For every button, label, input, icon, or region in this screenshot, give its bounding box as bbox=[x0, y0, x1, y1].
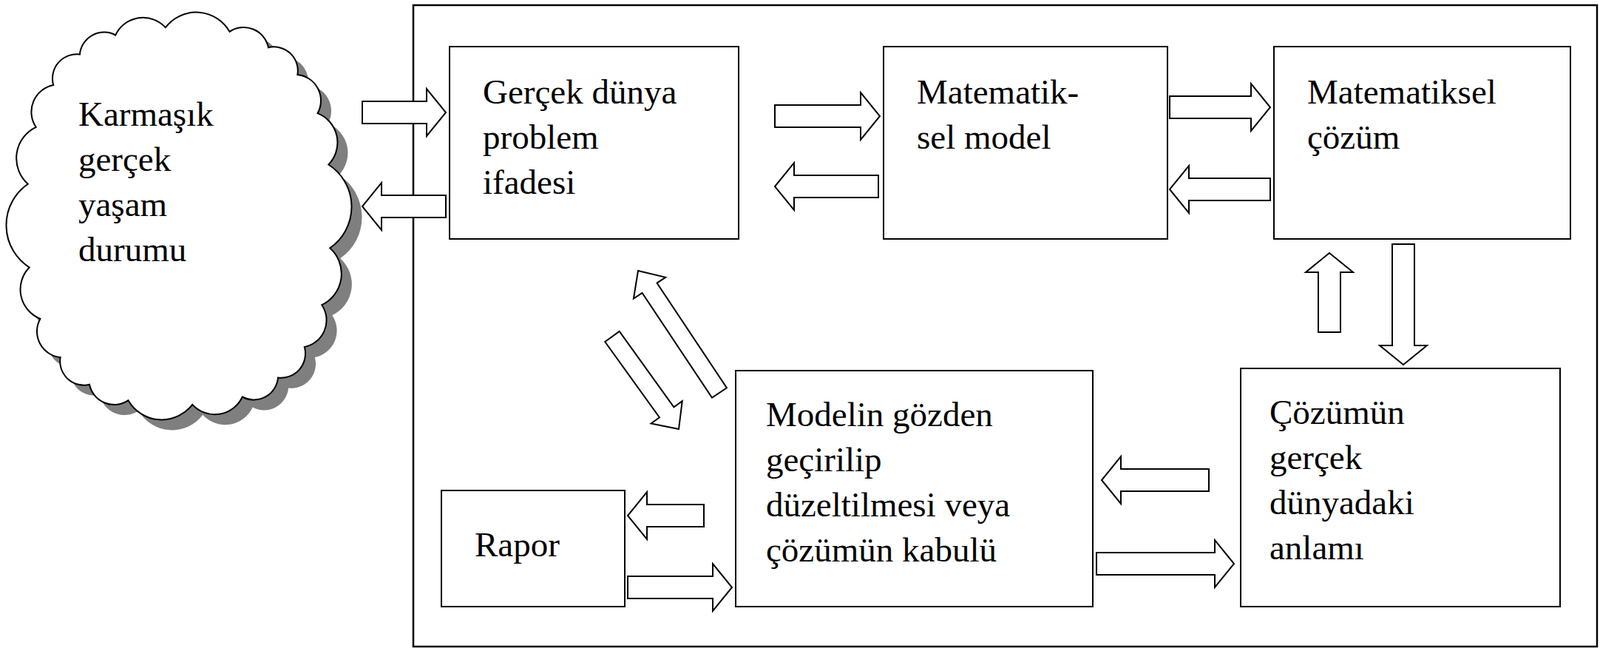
block-arrow bbox=[627, 563, 732, 611]
node-text: Matematik- sel model bbox=[916, 69, 1095, 160]
block-arrow bbox=[1096, 539, 1235, 588]
block-arrow bbox=[1305, 252, 1354, 332]
block-arrow bbox=[1169, 83, 1271, 131]
block-arrow bbox=[604, 331, 682, 429]
process-box: Çözümün gerçek dünyadaki anlamı bbox=[1239, 367, 1561, 608]
block-arrow bbox=[1101, 456, 1209, 504]
cloud-outline bbox=[10, 10, 358, 432]
block-arrow bbox=[362, 182, 446, 230]
block-arrow bbox=[1169, 165, 1271, 213]
process-box: Gerçek dünya problem ifadesi bbox=[448, 45, 740, 240]
node-text: Matematiksel çözüm bbox=[1307, 69, 1522, 160]
report-box: Rapor bbox=[440, 489, 626, 608]
block-arrow bbox=[774, 92, 880, 140]
node-text: Çözümün gerçek dünyadaki anlamı bbox=[1269, 389, 1440, 571]
block-arrow bbox=[362, 88, 446, 137]
block-arrow bbox=[1379, 243, 1427, 365]
process-box: Matematiksel çözüm bbox=[1273, 45, 1572, 240]
cloud-body bbox=[5, 12, 352, 420]
block-arrow bbox=[774, 162, 879, 210]
node-text: Gerçek dünya problem ifadesi bbox=[482, 69, 698, 205]
node-text: Modelin gözden geçirilip düzeltilmesi ve… bbox=[765, 391, 1040, 573]
frame-rect bbox=[413, 5, 1598, 647]
process-box: Modelin gözden geçirilip düzeltilmesi ve… bbox=[734, 369, 1094, 608]
node-text: Rapor bbox=[474, 521, 616, 568]
node-text: Karmaşık gerçek yaşam durumu bbox=[78, 91, 234, 273]
process-box: Matematik- sel model bbox=[882, 45, 1169, 240]
cloud-shape: Karmaşık gerçek yaşam durumu bbox=[10, 10, 358, 432]
block-arrow bbox=[627, 491, 704, 540]
